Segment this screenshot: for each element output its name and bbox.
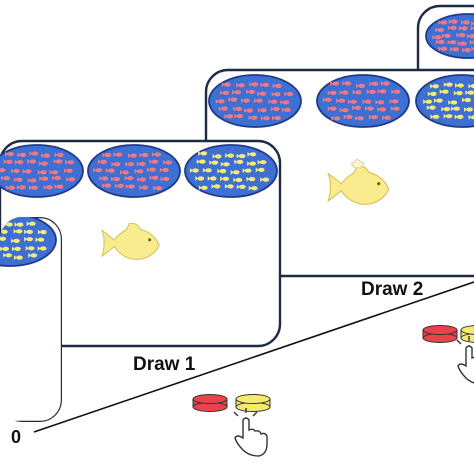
panel-partial-left bbox=[0, 217, 62, 422]
timeline-line bbox=[33, 281, 474, 433]
pond-yellow bbox=[415, 74, 474, 128]
pond-yellow bbox=[0, 217, 57, 267]
red-button-icon[interactable] bbox=[192, 394, 228, 412]
hand-pointer-icon bbox=[456, 336, 474, 384]
pond-red bbox=[425, 13, 474, 59]
axis-zero-label: 0 bbox=[11, 427, 22, 447]
fish-icon bbox=[101, 222, 160, 260]
pond-red bbox=[316, 74, 410, 128]
yellow-button-icon[interactable] bbox=[235, 394, 271, 412]
fish-icon bbox=[327, 158, 390, 205]
panel-draw-1 bbox=[0, 139, 282, 348]
yellow-button-icon[interactable] bbox=[460, 325, 474, 343]
pond-red bbox=[0, 144, 84, 198]
hand-pointer-icon bbox=[233, 408, 268, 457]
draw-2-label: Draw 2 bbox=[361, 279, 424, 300]
red-button-icon[interactable] bbox=[422, 325, 458, 343]
pond-yellow bbox=[184, 144, 278, 198]
pond-red bbox=[208, 74, 302, 128]
pond-red bbox=[87, 144, 181, 198]
draw-1-label: Draw 1 bbox=[133, 354, 196, 375]
